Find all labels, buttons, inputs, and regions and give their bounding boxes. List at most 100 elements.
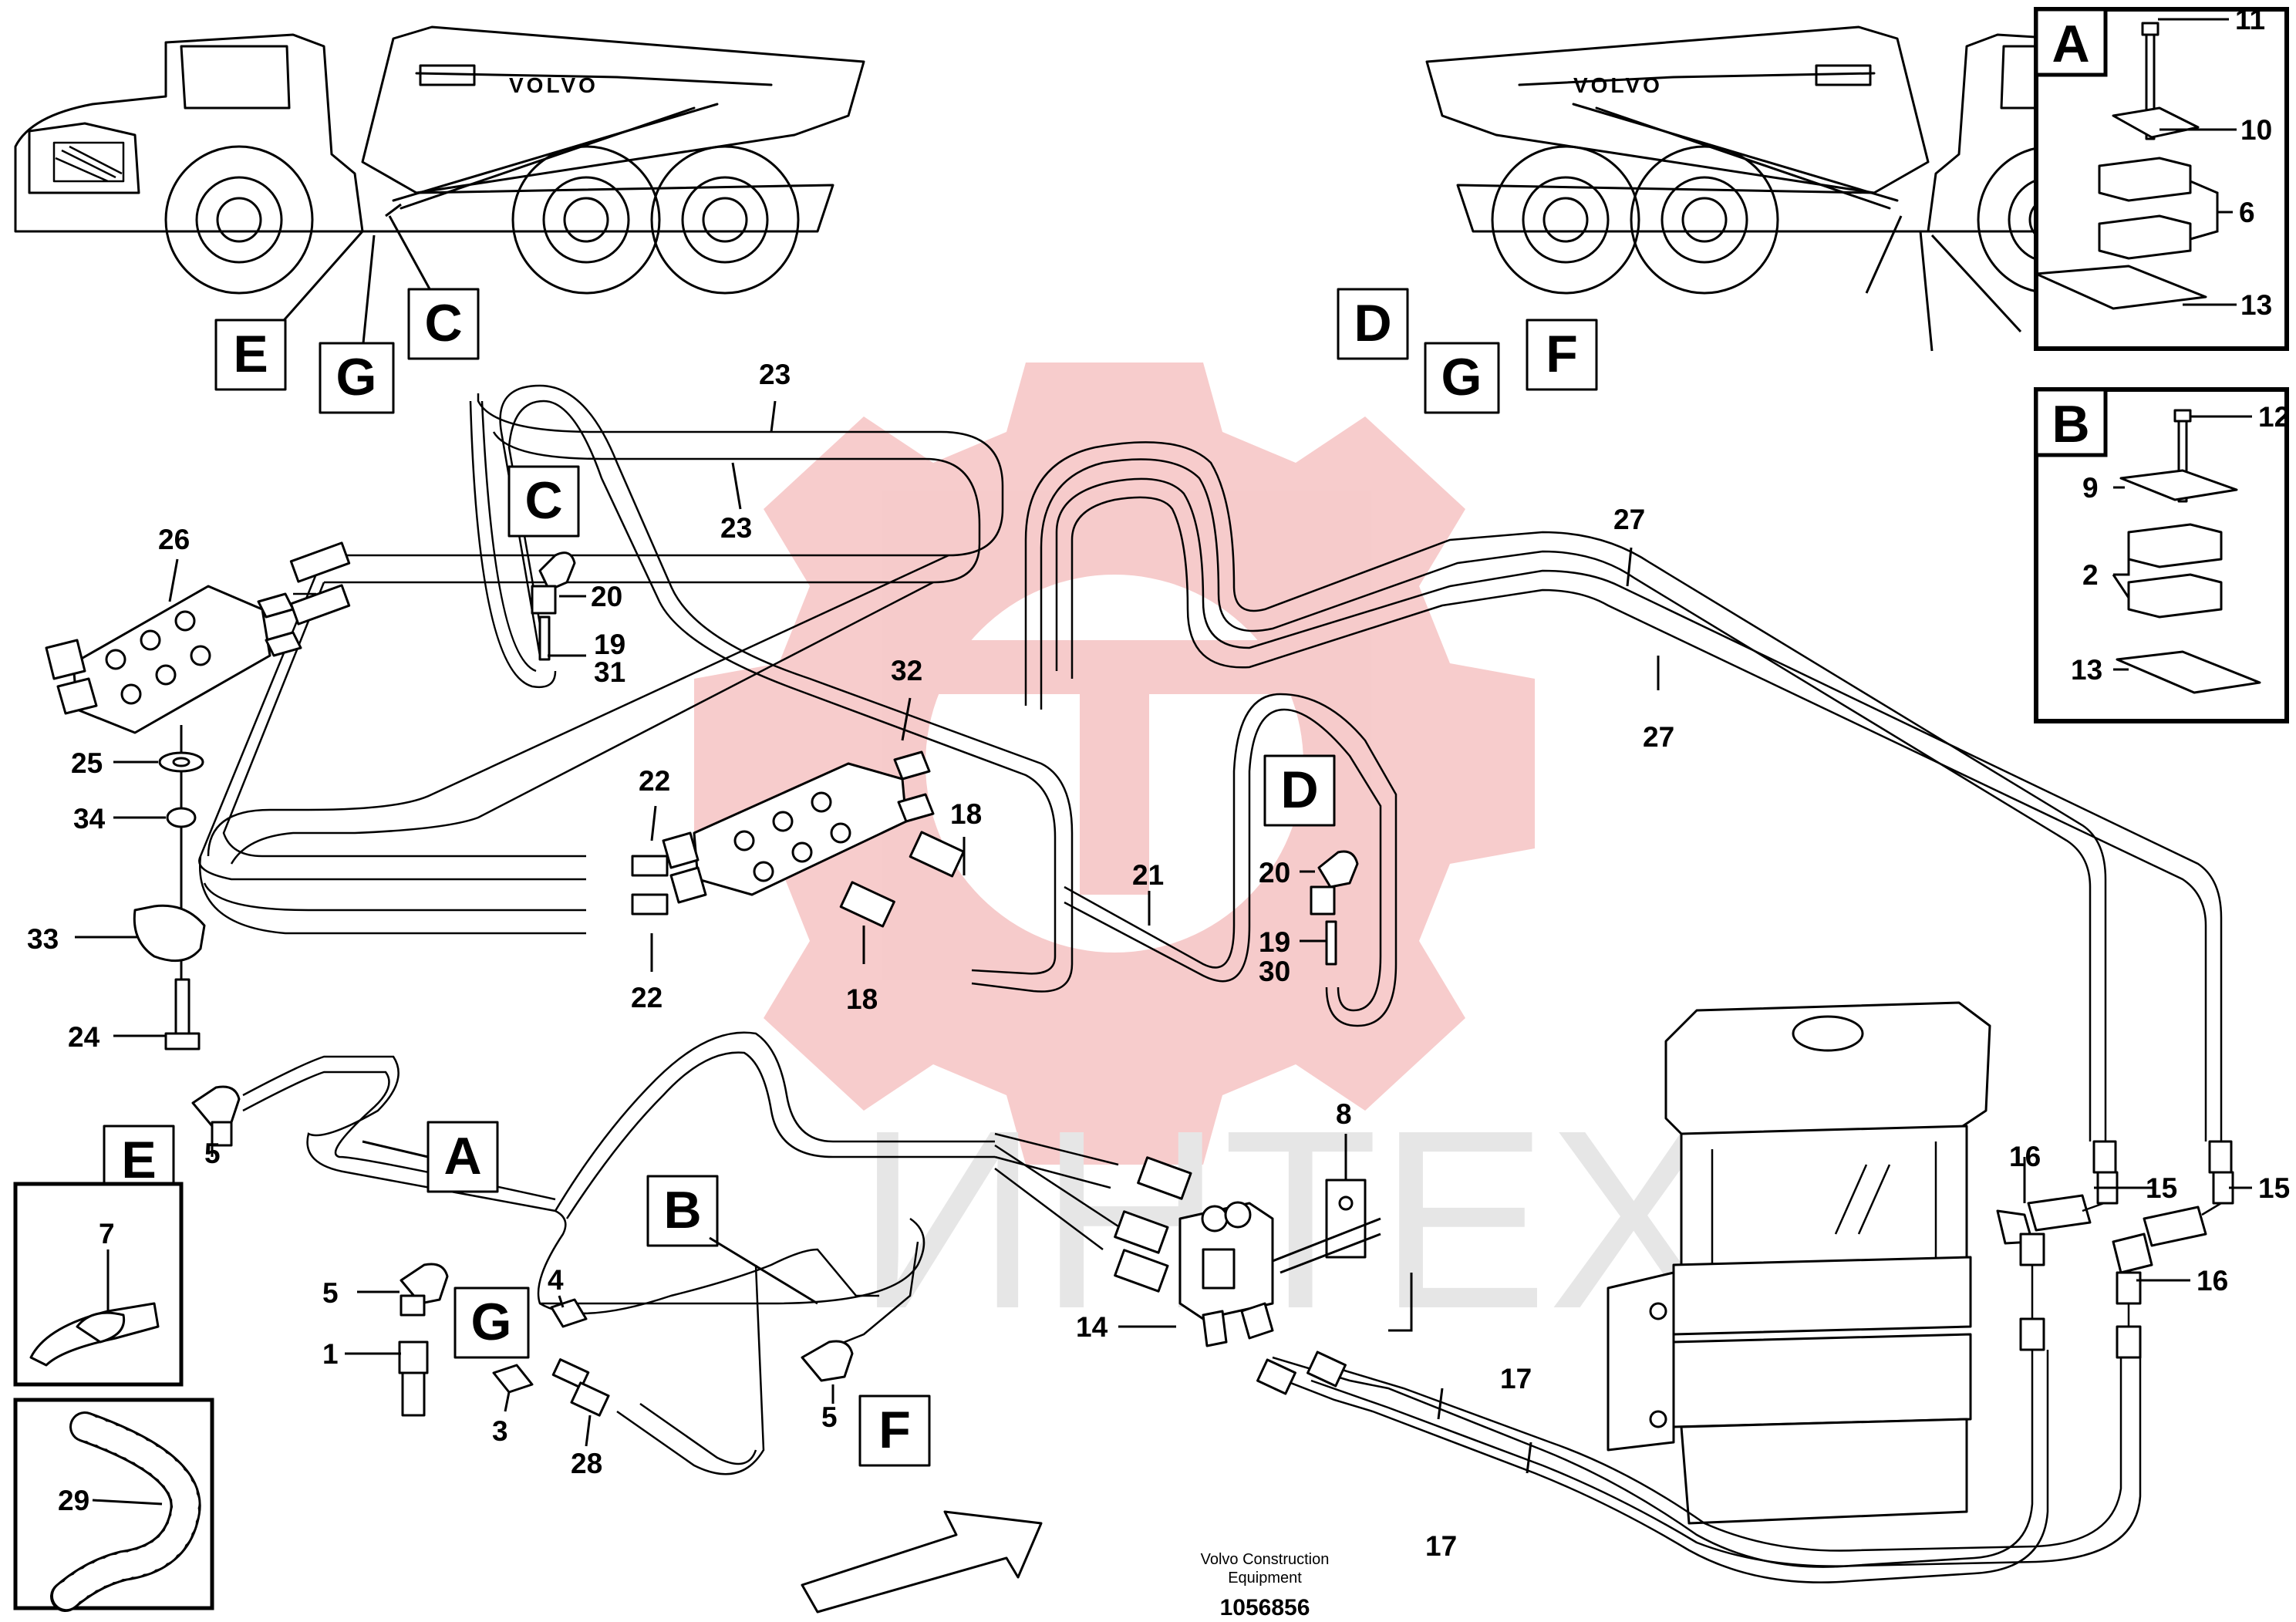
text-watermark: ИНТЕХ [856,1077,1718,1361]
callout-9: 9 [2082,472,2099,504]
callout-11: 11 [2235,4,2265,35]
box-b-mid: B [646,1175,719,1247]
valve-14-assembly [994,1132,1381,1347]
gear-logo-watermark [694,363,1535,1165]
maker-line-1: Volvo Construction [1201,1551,1330,1568]
detail-b-panel: B 12 9 2 13 [2034,387,2290,723]
callout-22-a: 22 [639,765,670,797]
callout-5-g: 5 [322,1277,339,1309]
drawing-footer: Volvo Construction Equipment 1056856 [1201,1551,1330,1620]
svg-text:D: D [1354,294,1391,352]
truck-left-illustration: VOLVO [14,25,865,352]
fitting-5-g [398,1263,449,1417]
fitting-5-f [801,1340,854,1382]
callout-21: 21 [1132,859,1164,891]
svg-text:C: C [524,471,562,530]
fitting-20-c [531,551,576,661]
truck-right-brand: VOLVO [1573,73,1663,97]
callout-27-a: 27 [1613,504,1645,535]
direction-arrow [801,1510,1043,1614]
svg-text:G: G [471,1293,512,1351]
distribution-block-center [631,750,965,928]
callout-5-e: 5 [204,1138,221,1169]
callout-19-a: 19 [594,629,625,660]
callout-24: 24 [68,1021,100,1053]
svg-text:F: F [878,1401,911,1459]
hose-23-loop [198,393,1004,935]
callout-19-b: 19 [1259,926,1290,958]
callout-34: 34 [73,803,106,835]
hose-c-loop [469,384,1074,993]
callout-10: 10 [2240,114,2272,146]
callout-15-a: 15 [2146,1172,2177,1204]
drawing-number: 1056856 [1220,1595,1310,1620]
box-g-top-left: G [319,342,395,414]
svg-text:C: C [424,294,462,352]
fitting-5-e [191,1085,241,1147]
box-d-mid: D [1263,754,1336,827]
truck-left-brand: VOLVO [509,73,598,97]
callout-32: 32 [891,655,922,686]
callout-4: 4 [548,1264,564,1296]
detail-b-title: B [2052,395,2089,454]
callout-14: 14 [1076,1311,1108,1343]
callout-20-b: 20 [1259,857,1290,889]
callout-28: 28 [571,1448,602,1479]
callout-26: 26 [158,524,190,555]
hose-27-pair [1024,441,2223,1141]
truck-right-wheels [1491,145,2126,295]
hose-21-and-tube-d [1064,693,1397,1027]
distribution-block-26 [45,541,351,734]
callout-1: 1 [322,1338,339,1370]
callout-leaders [75,400,1660,1474]
detail-29-panel: 29 [13,1398,214,1612]
detail-a-title: A [2052,15,2089,73]
fastener-stack-left [133,725,206,1050]
callout-33: 33 [27,923,59,955]
box-e-top: E [214,319,287,391]
box-g-top-right: G [1424,342,1500,414]
callout-18-a: 18 [950,798,982,830]
box-f-low: F [858,1394,931,1467]
callout-27-b: 27 [1643,721,1674,753]
fittings-15-16 [1996,1140,2252,1359]
hose-a-and-b [242,1031,995,1475]
svg-text:E: E [121,1131,156,1189]
box-c-top: C [407,288,480,360]
callout-8: 8 [1336,1098,1352,1130]
callout-25: 25 [71,747,103,779]
callout-30: 30 [1259,956,1290,987]
fitting-20-d [1310,850,1359,966]
svg-text:F: F [1546,325,1578,383]
callout-23-a: 23 [759,359,791,390]
callout-7: 7 [99,1218,115,1249]
svg-text:G: G [336,348,377,406]
callout-15-b: 15 [2258,1172,2290,1204]
hose-17-pair [1256,1350,2142,1583]
detail-a-panel: A 11 10 6 13 [2034,4,2289,351]
box-g-low: G [453,1286,530,1359]
lube-tank [1607,1001,1991,1525]
callout-31: 31 [594,656,625,688]
callout-6: 6 [2239,197,2255,228]
callout-17-b: 17 [1425,1530,1457,1562]
box-a-mid: A [426,1121,499,1193]
detail-7-panel: 7 [13,1182,184,1387]
callout-2: 2 [2082,559,2099,591]
svg-text:B: B [663,1181,701,1239]
svg-text:G: G [1441,348,1482,406]
callout-16-b: 16 [2197,1265,2228,1297]
callout-20-a: 20 [591,581,622,612]
fittings-3-4-28 [492,1298,610,1417]
callout-13-a: 13 [2240,289,2272,321]
callout-16-a: 16 [2009,1141,2041,1172]
leader-a-b [362,1140,818,1305]
callout-17-a: 17 [1500,1363,1532,1394]
svg-text:D: D [1280,760,1318,819]
callout-22-b: 22 [631,982,663,1013]
truck-left-wheels [164,145,800,295]
callout-23-b: 23 [720,512,752,544]
svg-text:E: E [233,325,268,383]
callout-5-f: 5 [821,1401,838,1433]
